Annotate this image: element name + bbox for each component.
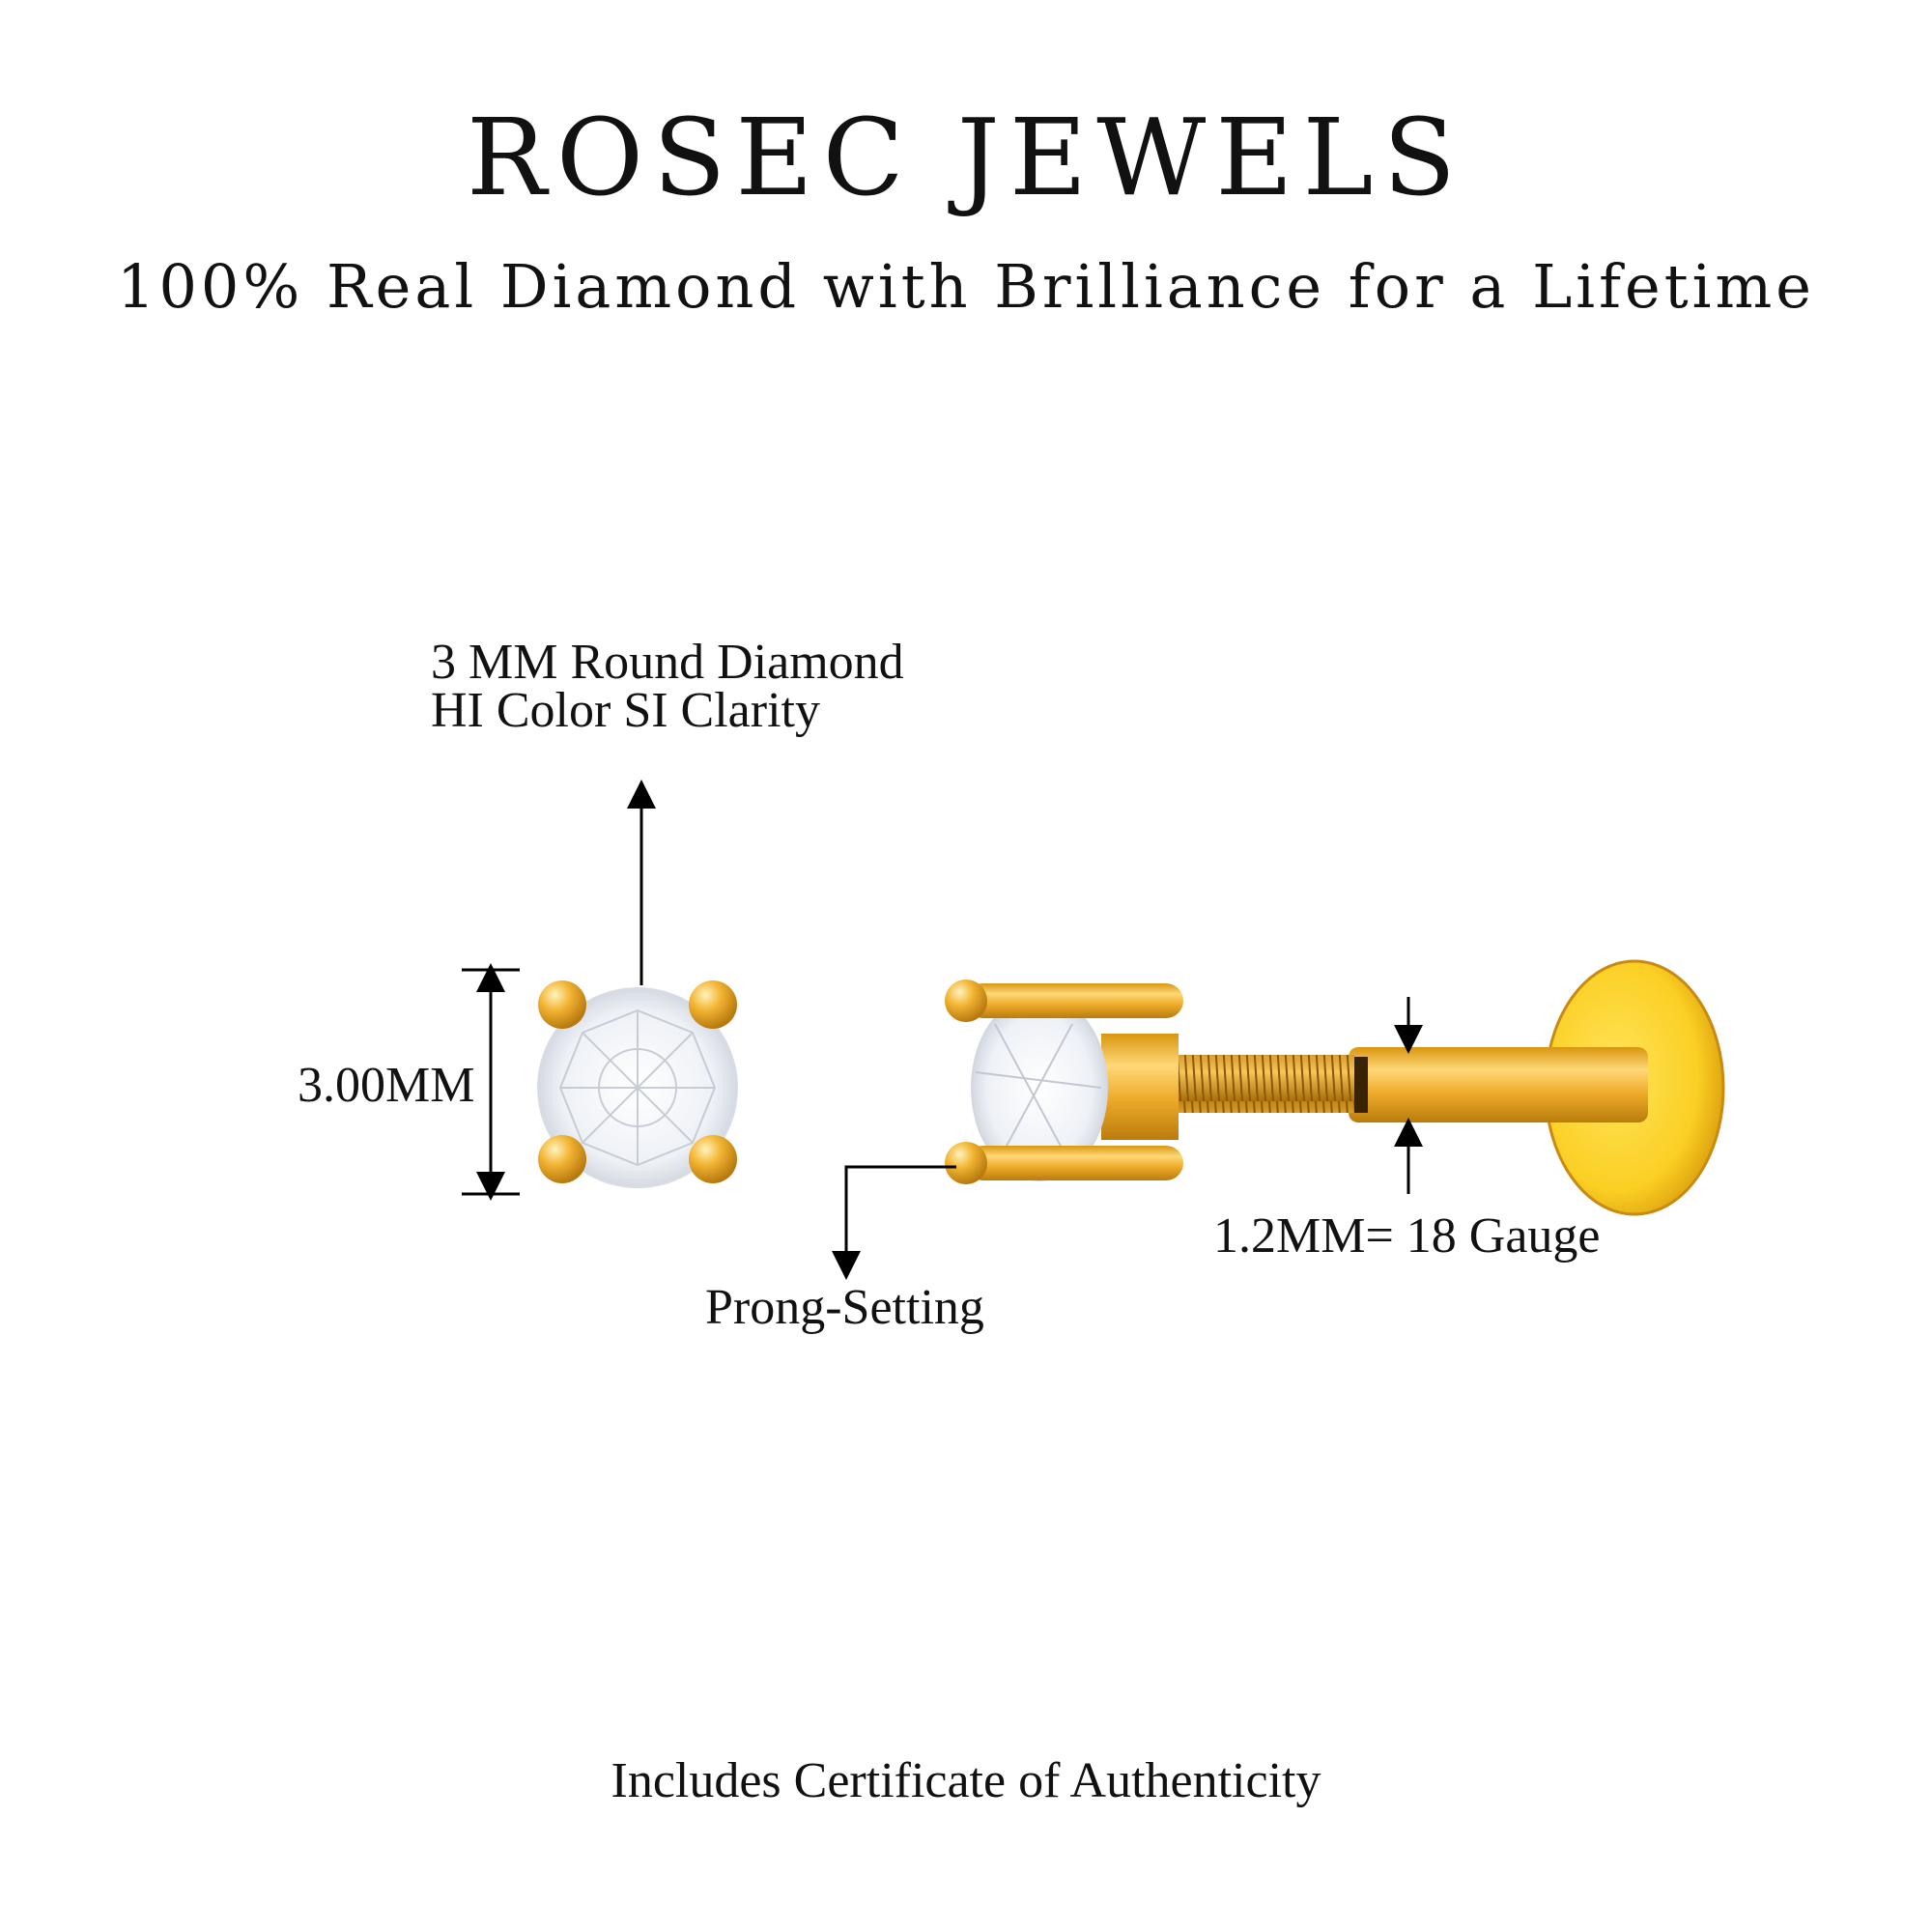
prong-ball-icon xyxy=(538,1135,586,1183)
size-dimension xyxy=(462,963,520,1201)
prong-bottom-icon xyxy=(966,1146,1183,1180)
prong-ball-icon xyxy=(689,980,737,1029)
setting-label: Prong-Setting xyxy=(705,1280,984,1335)
brand-title: ROSEC JEWELS xyxy=(467,96,1465,219)
size-label: 3.00MM xyxy=(298,1058,475,1113)
front-view-earring xyxy=(537,980,738,1188)
gauge-label: 1.2MM= 18 Gauge xyxy=(1213,1208,1601,1264)
prong-ball-icon xyxy=(538,980,586,1029)
threaded-post xyxy=(1175,1055,1354,1113)
diamond-spec-line2: HI Color SI Clarity xyxy=(431,683,820,738)
certificate-note: Includes Certificate of Authenticity xyxy=(611,1753,1321,1808)
tagline: 100% Real Diamond with Brilliance for a … xyxy=(117,251,1815,322)
prong-ball-icon xyxy=(689,1135,737,1183)
diamond-spec-line1: 3 MM Round Diamond xyxy=(431,635,904,690)
setting-leader-arrow xyxy=(832,1165,956,1280)
side-view-earring xyxy=(945,959,1725,1216)
prong-top-icon xyxy=(966,983,1183,1018)
post-bar xyxy=(1349,1047,1648,1122)
